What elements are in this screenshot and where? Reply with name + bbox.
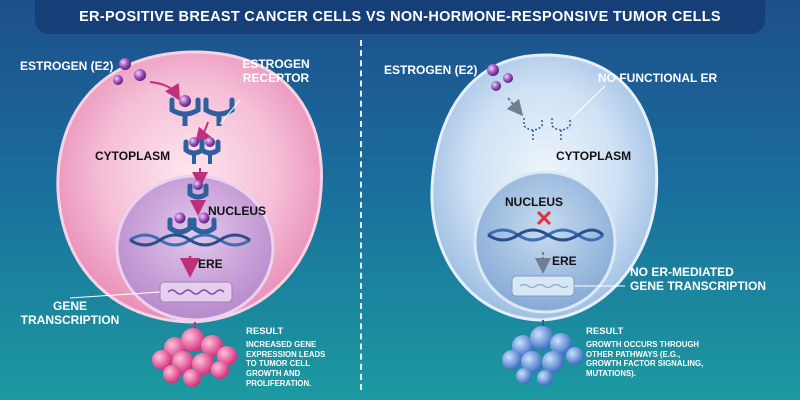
estrogen-molecule — [119, 58, 131, 70]
receptor-dimer — [183, 137, 221, 164]
estrogen-molecule — [503, 73, 513, 83]
right-result-text: GROWTH OCCURS THROUGH OTHER PATHWAYS (E.… — [586, 340, 704, 379]
left-estrogen-label: ESTROGEN (E2) — [20, 59, 114, 73]
er-positive-cell — [56, 50, 323, 332]
right-estrogen-label: ESTROGEN (E2) — [384, 63, 478, 77]
non-hormone-responsive-cell — [430, 53, 659, 330]
no-er-gene-label: NO ER-MEDIATED GENE TRANSCRIPTION — [630, 265, 795, 294]
right-nucleus — [473, 170, 617, 314]
dna-helix-right — [487, 228, 605, 242]
no-er-gene-line1: NO ER-MEDIATED — [630, 265, 734, 279]
right-result-heading: RESULT — [586, 326, 624, 337]
receptor-label-line1: ESTROGEN — [242, 57, 310, 71]
page-title: ER-POSITIVE BREAST CANCER CELLS VS NON-H… — [79, 9, 721, 25]
left-cytoplasm-label: CYTOPLASM — [95, 149, 171, 163]
title-bar: ER-POSITIVE BREAST CANCER CELLS VS NON-H… — [35, 0, 765, 34]
right-cytoplasm-label: CYTOPLASM — [556, 149, 632, 163]
estrogen-molecule — [491, 81, 501, 91]
right-tumor-cluster — [502, 326, 584, 386]
dna-helix-left — [129, 233, 251, 247]
left-gene-box — [159, 281, 233, 303]
right-nucleus-label: NUCLEUS — [505, 195, 564, 209]
no-functional-er-label: NO FUNCTIONAL ER — [598, 71, 718, 85]
estrogen-molecule — [134, 69, 146, 81]
receptor-label: ESTROGEN RECEPTOR — [236, 57, 316, 86]
left-tumor-cluster — [152, 328, 237, 387]
left-result-heading: RESULT — [246, 326, 284, 337]
gene-label-line2: TRANSCRIPTION — [20, 312, 120, 327]
no-er-gene-line2: GENE TRANSCRIPTION — [630, 278, 767, 293]
center-divider — [360, 40, 362, 390]
left-result-text: INCREASED GENE EXPRESSION LEADS TO TUMOR… — [246, 340, 326, 388]
left-nucleus-label: NUCLEUS — [208, 204, 267, 218]
estrogen-receptor-bound — [169, 95, 201, 126]
receptor-label-line2: RECEPTOR — [242, 70, 310, 85]
estrogen-molecule — [487, 64, 499, 76]
estrogen-molecule — [113, 75, 123, 85]
no-binding-x-icon — [536, 210, 552, 226]
gene-label-line1: GENE — [52, 299, 87, 313]
gene-transcription-label: GENE TRANSCRIPTION — [15, 299, 125, 328]
receptor-entering-nucleus — [187, 180, 209, 200]
non-functional-receptors — [523, 118, 571, 140]
receptors-on-dna — [167, 212, 217, 235]
left-ere-label: ERE — [198, 257, 223, 271]
right-ere-label: ERE — [552, 254, 577, 268]
